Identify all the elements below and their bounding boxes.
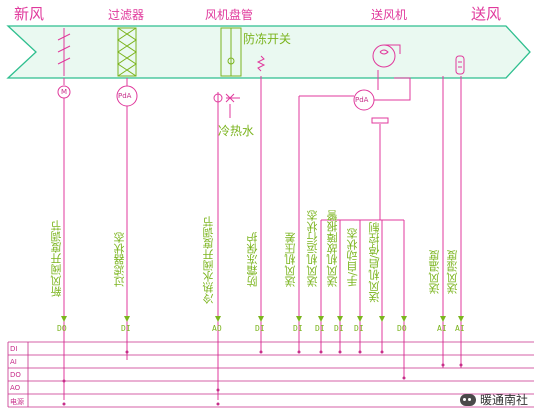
signal-label: 过滤器状态 (113, 232, 126, 287)
io-bus (7, 341, 534, 408)
header-fresh-air: 新风 (14, 5, 45, 23)
signal-type: DI (293, 324, 303, 333)
signal-label: 冷热水阀开度调节 (202, 216, 215, 304)
header-coil: 风机盘管 (205, 8, 254, 22)
damper-motor-label: M (61, 88, 68, 96)
signal-type: DO (397, 324, 407, 333)
signal-arrowheads (61, 316, 464, 322)
signal-type: AI (455, 324, 465, 333)
chilled-hot-water-label: 冷热水 (218, 124, 255, 138)
bus-row-label: DI (10, 345, 18, 353)
header-fan: 送风机 (371, 8, 408, 22)
bus-row-label: DO (10, 371, 21, 379)
supply-fan (372, 44, 401, 68)
signal-label: 送风机运行状态 (306, 210, 319, 287)
signal-type: DI (334, 324, 344, 333)
signal-type: AO (212, 324, 222, 333)
supply-sensor (455, 55, 465, 75)
watermark: 暖通南社 (459, 391, 528, 408)
signal-type: DI (354, 324, 364, 333)
air-duct-arrow (6, 25, 531, 79)
signal-label: 防霜冻保护 (246, 232, 259, 287)
bus-row-label: AI (10, 358, 17, 366)
bus-row-label: AO (10, 384, 21, 392)
signal-type: DI (255, 324, 265, 333)
bus-dots (62, 350, 463, 406)
header-supply-air: 送风 (471, 5, 502, 23)
wechat-icon (459, 393, 476, 406)
signal-label: 送风机故障报警 (326, 210, 339, 287)
antifreeze-switch-symbol (256, 55, 266, 72)
signal-label: 送风机启/停控制 (368, 222, 381, 303)
bus-row-label: 电源 (10, 398, 24, 406)
filter-pda-label: PdA (118, 92, 132, 100)
signal-label: 手/自动状态 (346, 228, 359, 287)
signal-type: DO (57, 324, 67, 333)
field-wiring (57, 70, 462, 400)
signal-type: DI (315, 324, 325, 333)
filter-element (117, 27, 137, 77)
signal-type: DI (121, 324, 131, 333)
fan-pda-label: PdA (355, 96, 369, 104)
watermark-text: 暖通南社 (479, 393, 528, 407)
signal-label: 送风温度 (428, 250, 441, 294)
coil-element (220, 27, 242, 77)
signal-label: 送风湿度 (446, 250, 459, 294)
signal-label: 送风机压差 (284, 232, 297, 287)
header-filter: 过滤器 (108, 8, 145, 22)
signal-type: AI (437, 324, 447, 333)
signal-label: 新风阀开度调节 (50, 220, 63, 297)
fresh-air-damper (57, 28, 71, 76)
antifreeze-switch-label: 防冻开关 (243, 32, 292, 46)
